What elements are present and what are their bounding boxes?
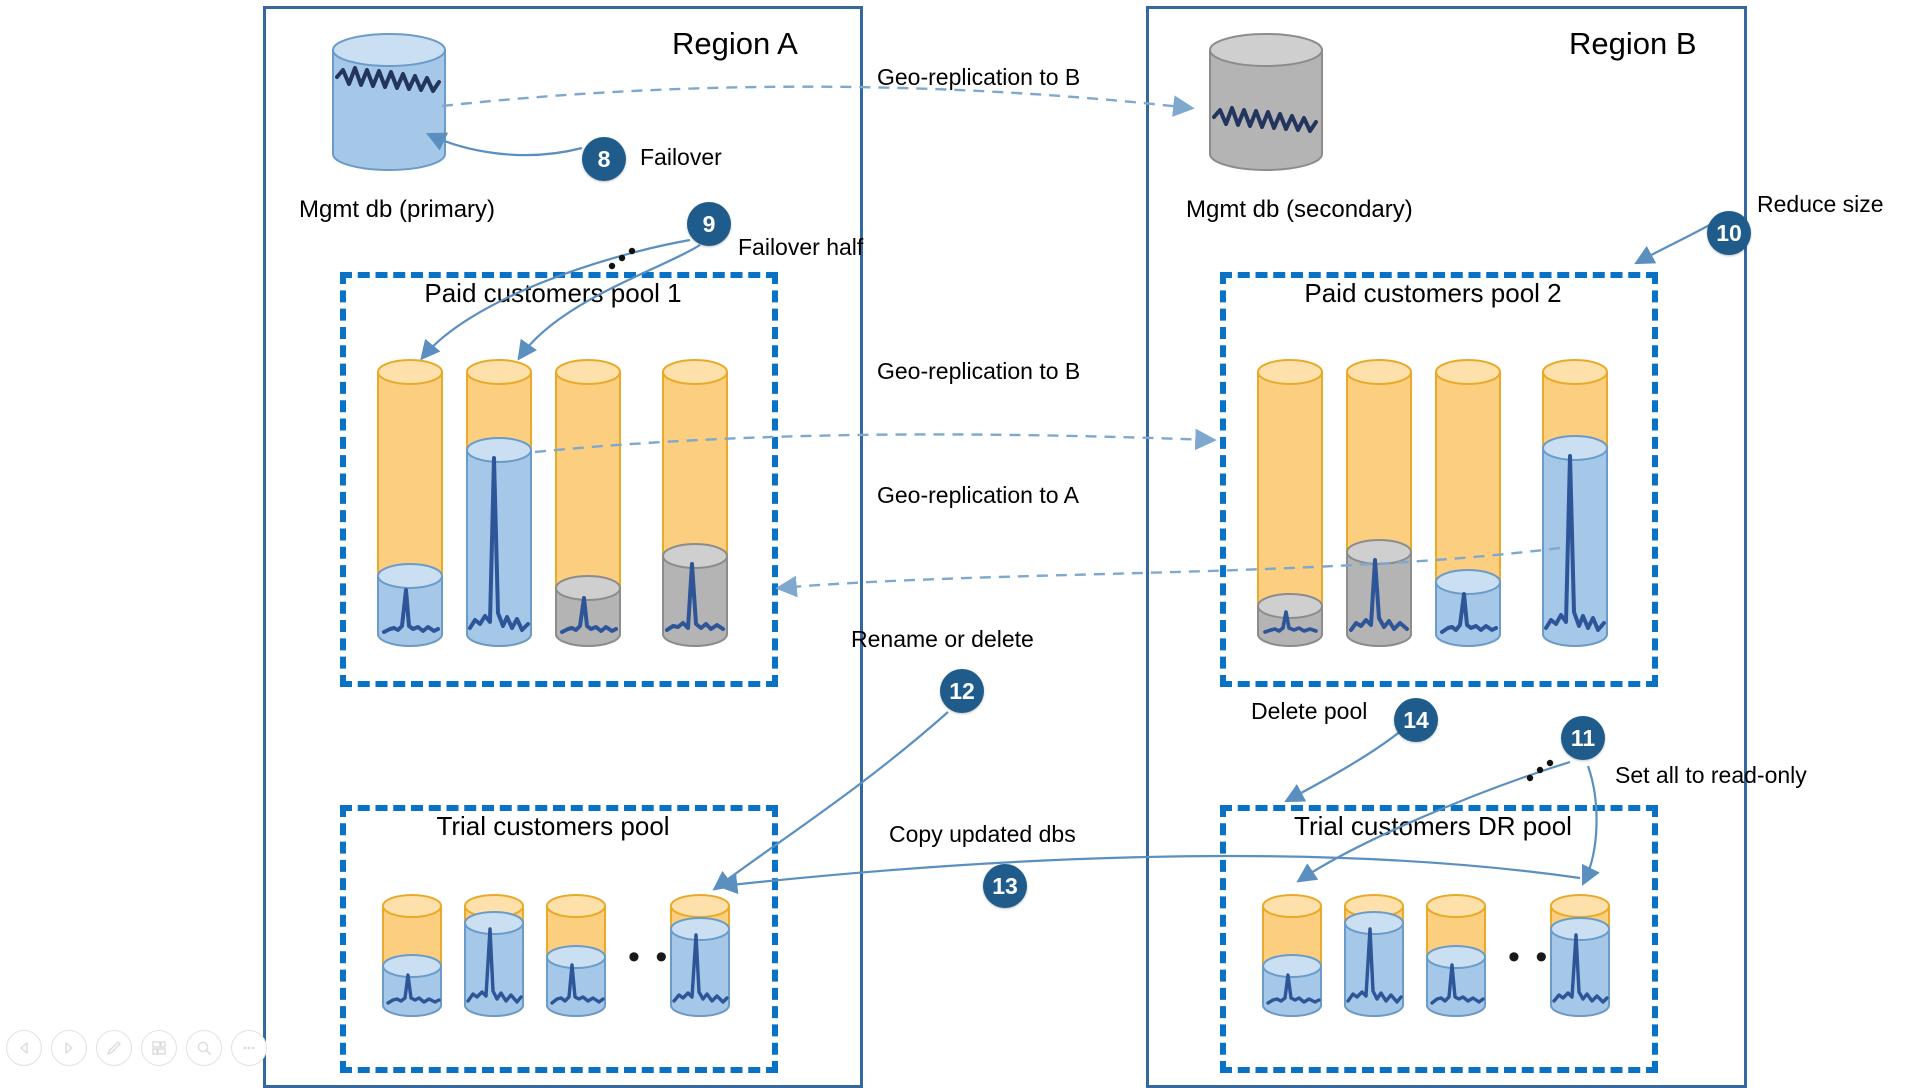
- step-badge-14[interactable]: 14: [1394, 698, 1438, 742]
- trial-pool-db-1: [381, 893, 443, 1021]
- step-badge-8[interactable]: 8: [582, 137, 626, 181]
- zoom-icon[interactable]: [186, 1030, 222, 1066]
- region-a-title: Region A: [672, 26, 798, 61]
- geo-replication-pool-a-label: Geo-replication to A: [877, 482, 1080, 508]
- more-options-icon[interactable]: [231, 1030, 267, 1066]
- mgmt-db-primary: [331, 32, 447, 172]
- paid-pool-2-db-3: [1434, 358, 1502, 648]
- step-label-14: Delete pool: [1251, 698, 1368, 724]
- pen-icon[interactable]: [96, 1030, 132, 1066]
- step-label-8: Failover: [640, 144, 722, 170]
- diagonal-ellipsis-pool1: [608, 247, 636, 270]
- step-label-11: Set all to read-only: [1615, 762, 1807, 788]
- trial-dr-pool-title: Trial customers DR pool: [1294, 811, 1572, 841]
- step-label-12: Rename or delete: [851, 626, 1034, 652]
- paid-pool-1-title: Paid customers pool 1: [424, 278, 682, 308]
- geo-replication-pool-b-label: Geo-replication to B: [877, 358, 1081, 384]
- paid-pool-1-db-2: [465, 358, 533, 648]
- region-b-title: Region B: [1569, 26, 1697, 61]
- step-label-9: Failover half: [738, 234, 864, 260]
- paid-pool-1-db-4: [661, 358, 729, 648]
- trial-dr-pool-db-4: [1549, 893, 1611, 1021]
- trial-pool-box: [340, 805, 778, 1073]
- trial-dr-pool-db-2: [1343, 893, 1405, 1021]
- diagonal-ellipsis-dr-pool: [1526, 759, 1554, 782]
- step-badge-10[interactable]: 10: [1707, 211, 1751, 255]
- mgmt-db-primary-label: Mgmt db (primary): [299, 196, 496, 223]
- trial-pool-title: Trial customers pool: [436, 811, 670, 841]
- paid-pool-2-db-2: [1345, 358, 1413, 648]
- paid-pool-2-box: [1220, 272, 1658, 687]
- trial-pool-db-2: [463, 893, 525, 1021]
- presentation-toolbar: [6, 1030, 267, 1066]
- paid-pool-1-db-3: [554, 358, 622, 648]
- trial-dr-pool-db-3: [1425, 893, 1487, 1021]
- paid-pool-2-title: Paid customers pool 2: [1304, 278, 1562, 308]
- geo-replication-mgmt-label: Geo-replication to B: [877, 64, 1081, 90]
- step-badge-13[interactable]: 13: [983, 864, 1027, 908]
- next-icon[interactable]: [51, 1030, 87, 1066]
- paid-pool-1-db-1: [376, 358, 444, 648]
- pages-icon[interactable]: [141, 1030, 177, 1066]
- paid-pool-2-db-4: [1541, 358, 1609, 648]
- step-label-10: Reduce size: [1757, 191, 1884, 217]
- step-badge-11[interactable]: 11: [1561, 716, 1605, 760]
- mgmt-db-secondary: [1208, 32, 1324, 172]
- trial-dr-pool-db-1: [1261, 893, 1323, 1021]
- paid-pool-2-db-1: [1256, 358, 1324, 648]
- trial-pool-db-4: [669, 893, 731, 1021]
- step-label-13: Copy updated dbs: [889, 821, 1076, 847]
- step-badge-12[interactable]: 12: [940, 669, 984, 713]
- step-badge-9[interactable]: 9: [687, 202, 731, 246]
- mgmt-db-secondary-label: Mgmt db (secondary): [1186, 196, 1413, 223]
- previous-icon[interactable]: [6, 1030, 42, 1066]
- trial-pool-db-3: [545, 893, 607, 1021]
